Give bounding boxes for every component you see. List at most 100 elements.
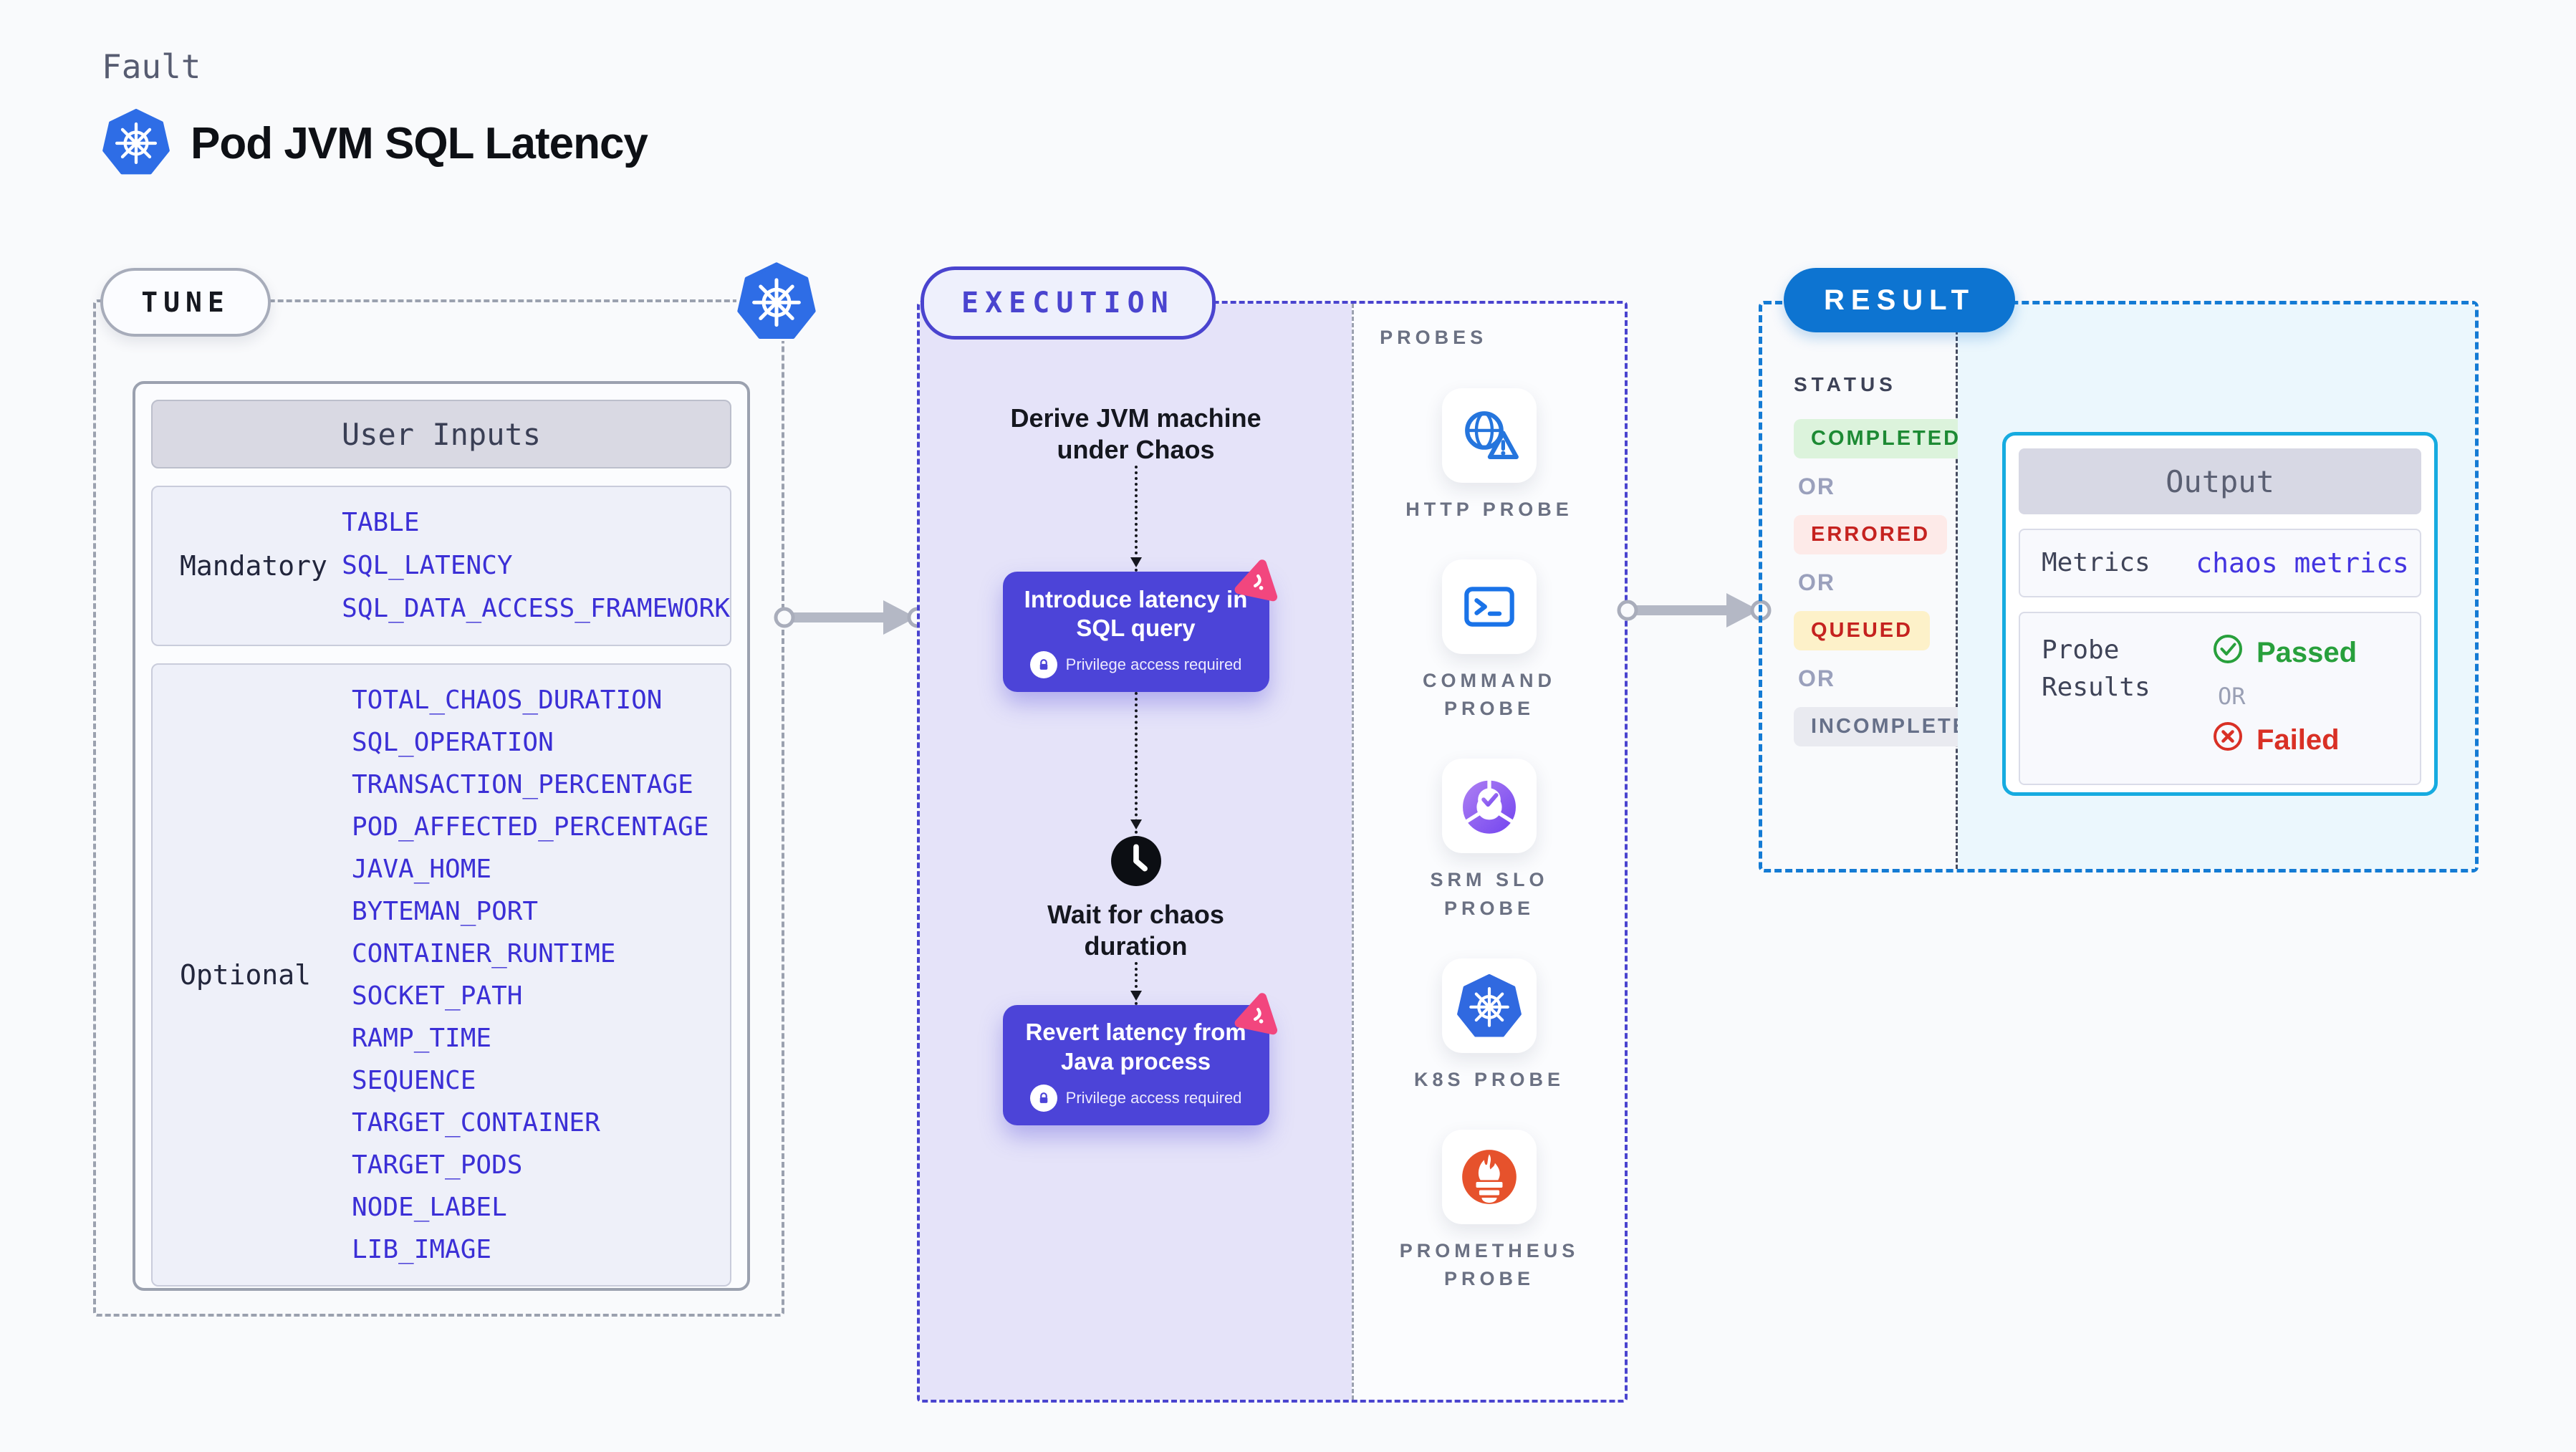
optional-label: Optional — [180, 959, 312, 991]
mandatory-values: TABLE SQL_LATENCY SQL_DATA_ACCESS_FRAMEW… — [342, 501, 730, 630]
fault-kicker: Fault — [102, 47, 201, 86]
optional-values: TOTAL_CHAOS_DURATION SQL_OPERATION TRANS… — [352, 679, 709, 1271]
introduce-latency-title: Introduce latency in SQL query — [1024, 585, 1248, 641]
probe-label: SRM SLO PROBE — [1430, 869, 1549, 919]
output-header: Output — [2019, 448, 2421, 514]
status-list: COMPLETED OR ERRORED OR QUEUED OR INCOMP… — [1794, 419, 2004, 746]
kubernetes-icon — [733, 258, 820, 343]
env-var: SQL_DATA_ACCESS_FRAMEWORK — [342, 594, 730, 623]
env-var: TABLE — [342, 508, 420, 537]
probe-results-row: Probe Results Passed OR — [2019, 612, 2421, 785]
execution-to-result-arrow — [1617, 593, 1772, 628]
globe-warning-icon — [1442, 388, 1537, 483]
metrics-label: Metrics — [2042, 547, 2150, 577]
metrics-value: chaos metrics — [2196, 547, 2409, 579]
env-var: LIB_IMAGE — [352, 1235, 492, 1264]
flow-connector — [1130, 691, 1142, 834]
env-var: TARGET_PODS — [352, 1150, 523, 1180]
result-badge: RESULT — [1784, 268, 2016, 332]
env-var: CONTAINER_RUNTIME — [352, 939, 616, 968]
lock-icon — [1029, 1084, 1057, 1112]
check-circle-icon — [2211, 632, 2245, 673]
probe-label: K8S PROBE — [1414, 1068, 1565, 1090]
page-title: Pod JVM SQL Latency — [191, 119, 648, 168]
introduce-latency-box: Introduce latency in SQL query Privilege… — [1002, 559, 1277, 692]
flow-connector — [1130, 465, 1142, 572]
probe-results-label: Probe Results — [2042, 635, 2150, 703]
privilege-note: Privilege access required — [1029, 651, 1242, 679]
probe-label: PROMETHEUS PROBE — [1399, 1239, 1580, 1289]
status-pane: STATUS COMPLETED OR ERRORED OR QUEUED OR… — [1762, 304, 2004, 869]
step-wait: Wait for chaos duration — [1047, 899, 1224, 961]
user-inputs-card: User Inputs Mandatory TABLE SQL_LATENCY … — [133, 381, 750, 1291]
passed-text: Passed — [2257, 636, 2358, 668]
failed-text: Failed — [2257, 723, 2340, 756]
or-separator: OR — [1798, 473, 1835, 499]
lock-icon — [1029, 651, 1057, 679]
env-var: SQL_LATENCY — [342, 551, 513, 580]
status-label: STATUS — [1794, 373, 1897, 395]
user-inputs-header: User Inputs — [151, 400, 731, 468]
env-var: NODE_LABEL — [352, 1193, 507, 1222]
revert-latency-title: Revert latency from Java process — [1025, 1019, 1246, 1074]
status-badge: QUEUED — [1794, 611, 1931, 650]
env-var: JAVA_HOME — [352, 855, 492, 884]
env-var: BYTEMAN_PORT — [352, 897, 539, 926]
or-separator: OR — [1798, 569, 1835, 595]
chaos-spark-icon — [1230, 986, 1286, 1042]
title-row: Pod JVM SQL Latency — [102, 107, 648, 180]
env-var: TARGET_CONTAINER — [352, 1108, 600, 1138]
or-separator: OR — [2218, 683, 2246, 710]
privilege-note: Privilege access required — [1029, 1084, 1242, 1112]
execution-flow-pane: Derive JVM machine under Chaos Introduce… — [920, 304, 1352, 1400]
status-badge: ERRORED — [1794, 515, 1948, 554]
env-var: SEQUENCE — [352, 1066, 476, 1095]
probe-srm-slo: SRM SLO PROBE — [1396, 759, 1582, 922]
env-var: RAMP_TIME — [352, 1024, 492, 1053]
probes-pane: PROBES — [1352, 304, 1625, 1400]
output-zone: Output Metrics chaos metrics Probe Resul… — [1958, 304, 2475, 869]
probe-http: HTTP PROBE — [1396, 388, 1582, 524]
status-badge: COMPLETED — [1794, 419, 1979, 458]
chaos-spark-icon — [1230, 553, 1286, 609]
tune-badge: TUNE — [100, 268, 271, 337]
x-circle-icon — [2211, 719, 2245, 761]
revert-latency-box: Revert latency from Java process Privile… — [1002, 992, 1277, 1125]
kubernetes-icon — [1442, 958, 1537, 1053]
flow-connector — [1130, 961, 1142, 1005]
execution-section-box: Derive JVM machine under Chaos Introduce… — [917, 301, 1628, 1403]
privilege-text: Privilege access required — [1065, 655, 1242, 674]
terminal-icon — [1442, 559, 1537, 655]
tune-section-box — [93, 299, 784, 1317]
execution-badge: EXECUTION — [921, 266, 1216, 340]
probe-command: COMMAND PROBE — [1396, 559, 1582, 723]
privilege-text: Privilege access required — [1065, 1088, 1242, 1107]
probe-prometheus: PROMETHEUS PROBE — [1396, 1129, 1582, 1293]
tune-to-execution-arrow — [774, 600, 928, 635]
probes-list: HTTP PROBE COMMAND PROBE — [1354, 388, 1625, 1293]
metrics-row: Metrics chaos metrics — [2019, 529, 2421, 597]
env-var: TRANSACTION_PERCENTAGE — [352, 770, 693, 799]
passed-line: Passed — [2211, 632, 2420, 673]
slo-donut-icon — [1442, 759, 1537, 854]
env-var: SOCKET_PATH — [352, 981, 523, 1011]
prometheus-icon — [1442, 1129, 1537, 1224]
probe-label: HTTP PROBE — [1405, 499, 1573, 520]
probe-results-values: Passed OR Failed — [2185, 632, 2420, 784]
probe-k8s: K8S PROBE — [1396, 958, 1582, 1094]
clock-icon — [1109, 834, 1163, 892]
step-derive-jvm: Derive JVM machine under Chaos — [1010, 403, 1261, 464]
env-var: SQL_OPERATION — [352, 728, 554, 757]
probes-label: PROBES — [1380, 327, 1488, 348]
mandatory-inputs-row: Mandatory TABLE SQL_LATENCY SQL_DATA_ACC… — [151, 486, 731, 646]
probe-label: COMMAND PROBE — [1423, 670, 1557, 720]
failed-line: Failed — [2211, 719, 2420, 761]
or-separator: OR — [1798, 665, 1835, 691]
output-card: Output Metrics chaos metrics Probe Resul… — [2002, 432, 2438, 796]
env-var: TOTAL_CHAOS_DURATION — [352, 686, 663, 715]
mandatory-label: Mandatory — [180, 550, 327, 582]
env-var: POD_AFFECTED_PERCENTAGE — [352, 812, 709, 842]
result-section-box: STATUS COMPLETED OR ERRORED OR QUEUED OR… — [1759, 301, 2479, 872]
optional-inputs-row: Optional TOTAL_CHAOS_DURATION SQL_OPERAT… — [151, 663, 731, 1287]
